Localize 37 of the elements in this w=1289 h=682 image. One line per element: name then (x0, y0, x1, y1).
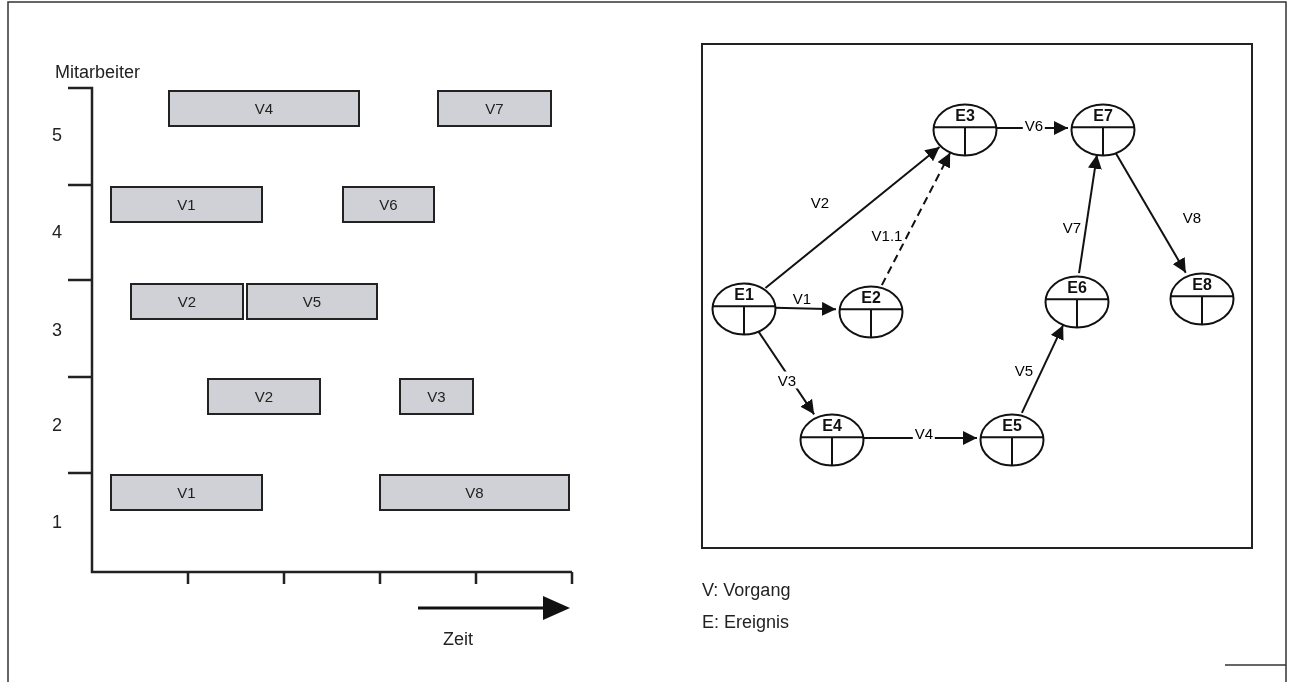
event-circle: E6 (1044, 275, 1110, 329)
event-circle: E7 (1070, 103, 1136, 157)
event-circle: E4 (799, 413, 865, 467)
activity-bar: V6 (342, 186, 435, 223)
event-circle: E8 (1169, 272, 1235, 326)
activity-bar: V7 (437, 90, 552, 127)
activity-bar: V8 (379, 474, 570, 511)
row-number: 1 (52, 512, 62, 533)
arrow (1114, 151, 1187, 274)
row-number: 4 (52, 222, 62, 243)
axis-title: Zeit (443, 629, 473, 650)
activity-bar: V5 (246, 283, 378, 320)
event-circle: E5 (979, 413, 1045, 467)
arrow (862, 431, 978, 445)
arrow (764, 146, 941, 289)
row-number: 2 (52, 415, 62, 436)
event-circle: E3 (932, 103, 998, 157)
event-circle: E2 (838, 285, 904, 339)
activity-bar: V1 (110, 186, 263, 223)
axis-title: Mitarbeiter (55, 62, 141, 83)
arrow (880, 151, 952, 287)
event-circle: E1 (711, 282, 777, 336)
activity-bar: V1 (110, 474, 263, 511)
edge-label: V3 (775, 371, 799, 389)
activity-bar: V3 (399, 378, 474, 415)
legend-text: V: Vorgang (702, 580, 791, 601)
row-number: 3 (52, 320, 62, 341)
legend-text: E: Ereignis (702, 612, 790, 633)
row-number: 5 (52, 125, 62, 146)
arrow (1020, 324, 1065, 414)
arrow (1078, 153, 1102, 275)
activity-bar: V2 (130, 283, 244, 320)
activity-bar: V2 (207, 378, 321, 415)
arrow (756, 329, 816, 416)
arrow (774, 301, 837, 316)
network-frame (701, 43, 1253, 549)
activity-bar: V4 (168, 90, 360, 127)
